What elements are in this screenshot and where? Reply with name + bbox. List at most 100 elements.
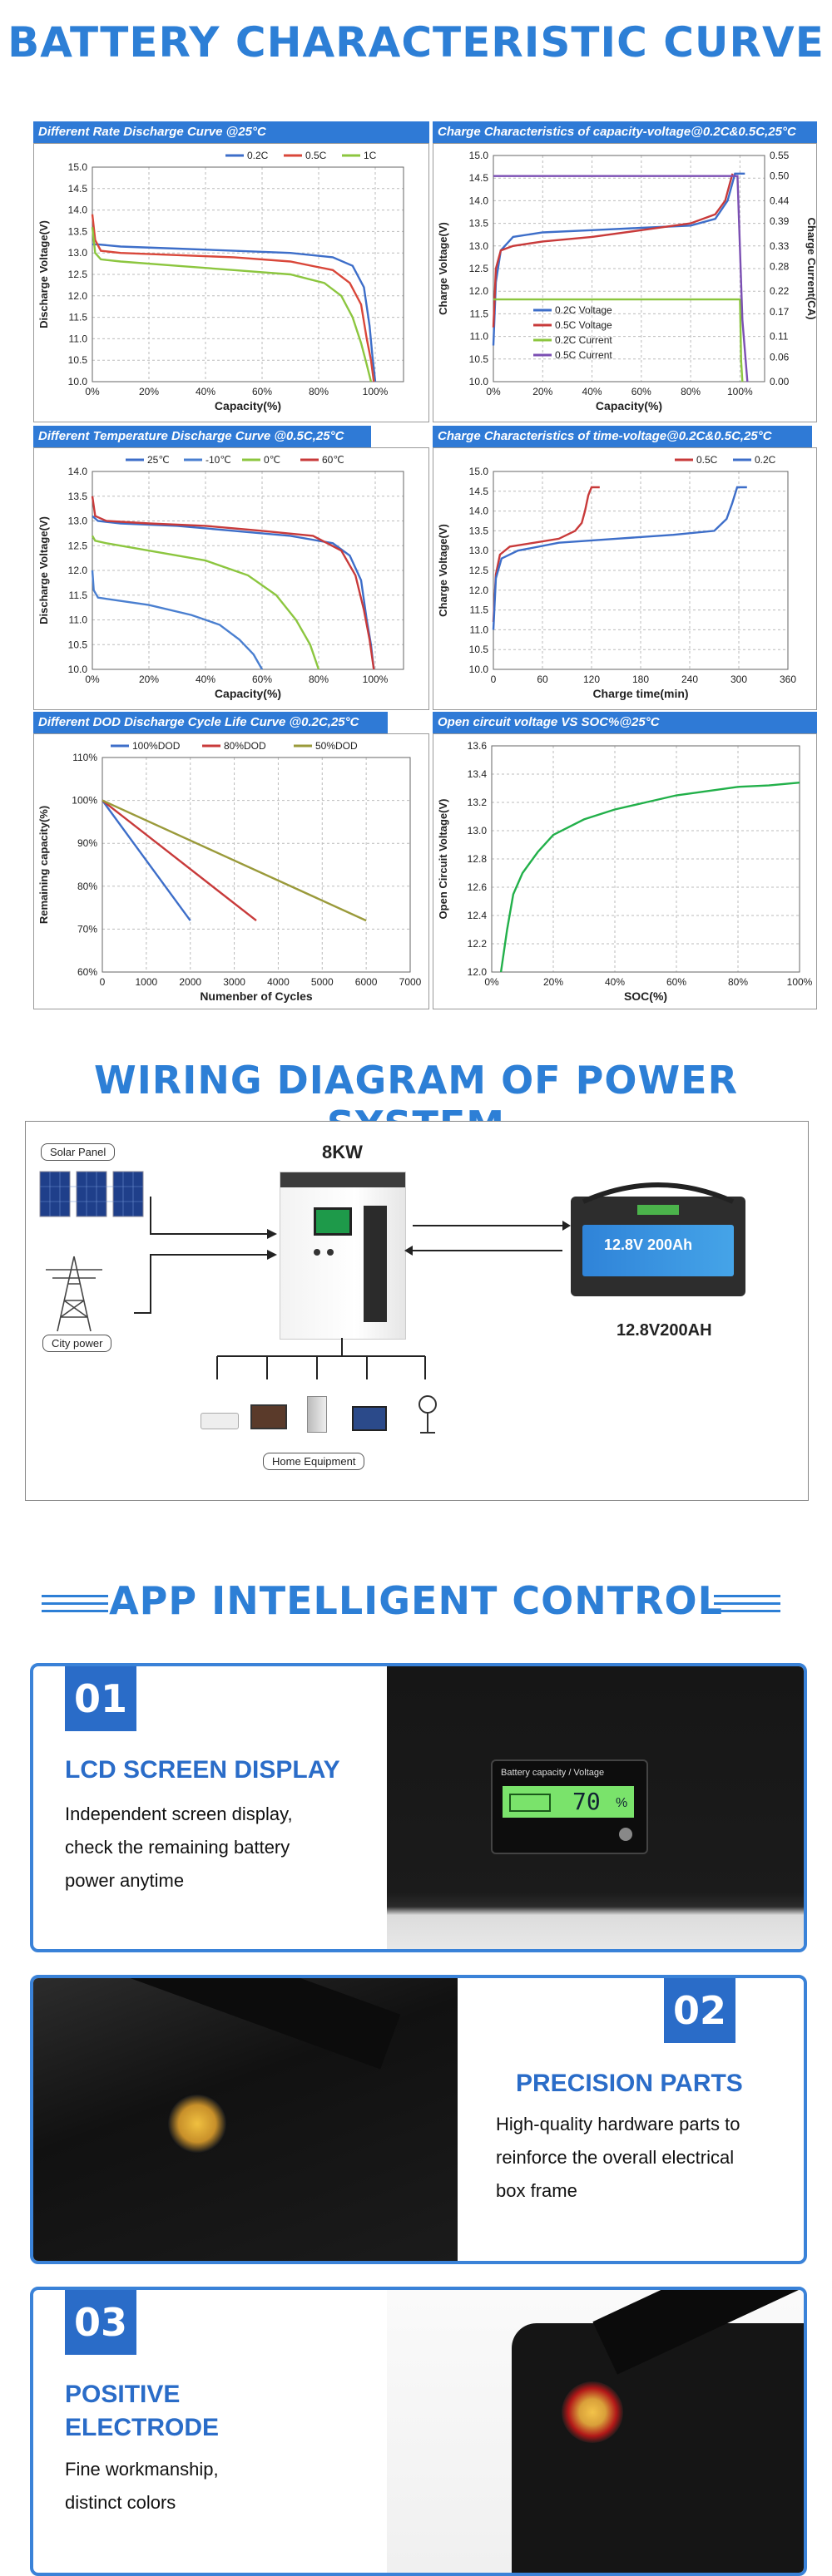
feature-card-precision: 02 PRECISION PARTS High-quality hardware… xyxy=(30,1975,807,2264)
y-tick-label: 12.0 xyxy=(68,565,88,576)
x-tick-label: 60% xyxy=(631,386,651,397)
y-axis-label: Discharge Voltage(V) xyxy=(37,220,50,328)
electrode-photo xyxy=(387,2290,804,2573)
legend-label: 1C xyxy=(364,150,377,161)
wiring-diagram: Solar Panel City power 8KW xyxy=(25,1121,809,1501)
y-axis-label: Remaining capacity(%) xyxy=(37,806,50,924)
y-tick-label: 11.5 xyxy=(470,605,489,616)
y2-tick-label: 0.50 xyxy=(770,170,790,182)
x-tick-label: 1000 xyxy=(136,976,158,988)
x-tick-label: 6000 xyxy=(355,976,378,988)
x-tick-label: 60% xyxy=(252,674,272,685)
y-tick-label: 12.5 xyxy=(469,565,489,576)
y-tick-label: 14.0 xyxy=(68,466,88,477)
decor-lines-left xyxy=(42,1590,108,1617)
y-tick-label: 12.2 xyxy=(468,938,488,950)
legend-label: 50%DOD xyxy=(315,740,358,752)
fan-icon xyxy=(418,1395,437,1434)
y-tick-label: 11.5 xyxy=(69,590,88,601)
plot-frame xyxy=(92,166,404,382)
x-tick-label: 0% xyxy=(85,674,100,685)
solar-panel-label: Solar Panel xyxy=(41,1143,116,1161)
y2-tick-label: 0.00 xyxy=(770,376,790,387)
x-tick-label: 20% xyxy=(139,674,159,685)
y-tick-label: 10.0 xyxy=(469,376,489,387)
inverter-unit xyxy=(280,1172,406,1340)
series-line-0-2c xyxy=(92,243,377,382)
plot-frame xyxy=(493,155,765,382)
y2-tick-label: 0.22 xyxy=(770,285,790,297)
legend-label: 0.2C Voltage xyxy=(555,304,612,316)
y-tick-label: 12.6 xyxy=(468,881,488,893)
y-tick-label: 13.5 xyxy=(469,525,489,536)
laptop-icon xyxy=(250,1404,287,1429)
series-line-50-dod xyxy=(102,799,367,922)
y-tick-label: 10.0 xyxy=(469,664,489,675)
y-tick-label: 12.4 xyxy=(468,910,488,921)
y-tick-label: 14.0 xyxy=(68,205,88,216)
series-line-100-dod xyxy=(102,799,191,921)
chart-title: Charge Characteristics of capacity-volta… xyxy=(433,121,817,143)
legend-label: 0.5C xyxy=(305,150,327,161)
y-tick-label: 60% xyxy=(77,966,97,978)
y-tick-label: 10.0 xyxy=(68,376,88,387)
y-tick-label: 13.0 xyxy=(469,545,489,556)
chart-title: Open circuit voltage VS SOC%@25°C xyxy=(433,712,817,733)
feature-description: High-quality hardware parts to reinforce… xyxy=(496,2114,740,2201)
y-tick-label: 13.0 xyxy=(468,825,488,836)
legend-label: 0℃ xyxy=(264,454,280,466)
feature-title: POSITIVE ELECTRODE xyxy=(65,2381,220,2441)
legend-label: 0.5C Current xyxy=(555,349,612,361)
x-tick-label: 40% xyxy=(196,386,215,397)
terminal-photo xyxy=(33,1978,458,2261)
y-tick-label: 13.0 xyxy=(68,516,88,527)
series-line-80-dod xyxy=(102,799,257,922)
plot-frame xyxy=(491,745,800,973)
y2-tick-label: 0.11 xyxy=(770,331,789,343)
chart-title: Different DOD Discharge Cycle Life Curve… xyxy=(33,712,388,733)
y2-tick-label: 0.44 xyxy=(770,195,790,206)
x-tick-label: 20% xyxy=(543,976,563,988)
chart-panel-rate-discharge: Different Rate Discharge Curve @25°C 10.… xyxy=(33,121,429,422)
x-tick-label: 80% xyxy=(728,976,748,988)
y-tick-label: 13.5 xyxy=(68,491,88,502)
lcd-photo: Battery capacity / Voltage 70 % xyxy=(387,1666,804,1949)
y2-tick-label: 0.17 xyxy=(770,306,790,318)
lcd-button-icon[interactable] xyxy=(619,1828,632,1841)
lcd-value: 70 xyxy=(572,1788,601,1815)
series-line-0-2c-voltage xyxy=(492,172,745,346)
x-tick-label: 4000 xyxy=(267,976,290,988)
y-tick-label: 13.0 xyxy=(68,247,88,259)
series-line-0- xyxy=(91,535,320,670)
y-tick-label: 14.0 xyxy=(469,506,489,517)
legend-label: 0.5C Voltage xyxy=(555,319,612,331)
x-tick-label: 60% xyxy=(666,976,686,988)
y-tick-label: 14.5 xyxy=(68,183,88,195)
x-tick-label: 2000 xyxy=(179,976,201,988)
y-tick-label: 14.5 xyxy=(469,172,489,184)
x-tick-label: 60 xyxy=(537,674,548,685)
battery-spec-label: 12.8V200AH xyxy=(617,1321,712,1340)
battery-arrows xyxy=(404,1221,571,1256)
chart-title: Charge Characteristics of time-voltage@0… xyxy=(433,426,812,447)
x-tick-label: 100% xyxy=(363,386,389,397)
y-tick-label: 11.0 xyxy=(69,333,88,344)
capacity-voltage-chart: 10.010.511.011.512.012.513.013.514.014.5… xyxy=(437,150,818,412)
ocv-soc-chart: 12.012.212.412.612.813.013.213.413.60%20… xyxy=(437,740,813,1003)
positive-terminal-icon xyxy=(562,2381,623,2443)
plot-frame xyxy=(493,471,789,670)
y-tick-label: 11.0 xyxy=(69,614,88,626)
y2-tick-label: 0.39 xyxy=(770,215,790,227)
x-tick-label: 100% xyxy=(787,976,813,988)
y-tick-label: 10.0 xyxy=(68,664,88,675)
y-axis-label: Open Circuit Voltage(V) xyxy=(437,799,449,920)
lcd-screen: Battery capacity / Voltage 70 % xyxy=(491,1759,648,1854)
x-tick-label: 0% xyxy=(486,386,501,397)
y-tick-label: 13.6 xyxy=(468,740,488,752)
home-equipment-label: Home Equipment xyxy=(263,1453,365,1470)
y-tick-label: 12.0 xyxy=(469,285,489,297)
series-line--10- xyxy=(91,570,264,670)
y-axis-label: Charge Voltage(V) xyxy=(437,222,449,315)
feature-title: LCD SCREEN DISPLAY xyxy=(65,1756,340,1784)
legend-label: 25℃ xyxy=(147,454,170,466)
